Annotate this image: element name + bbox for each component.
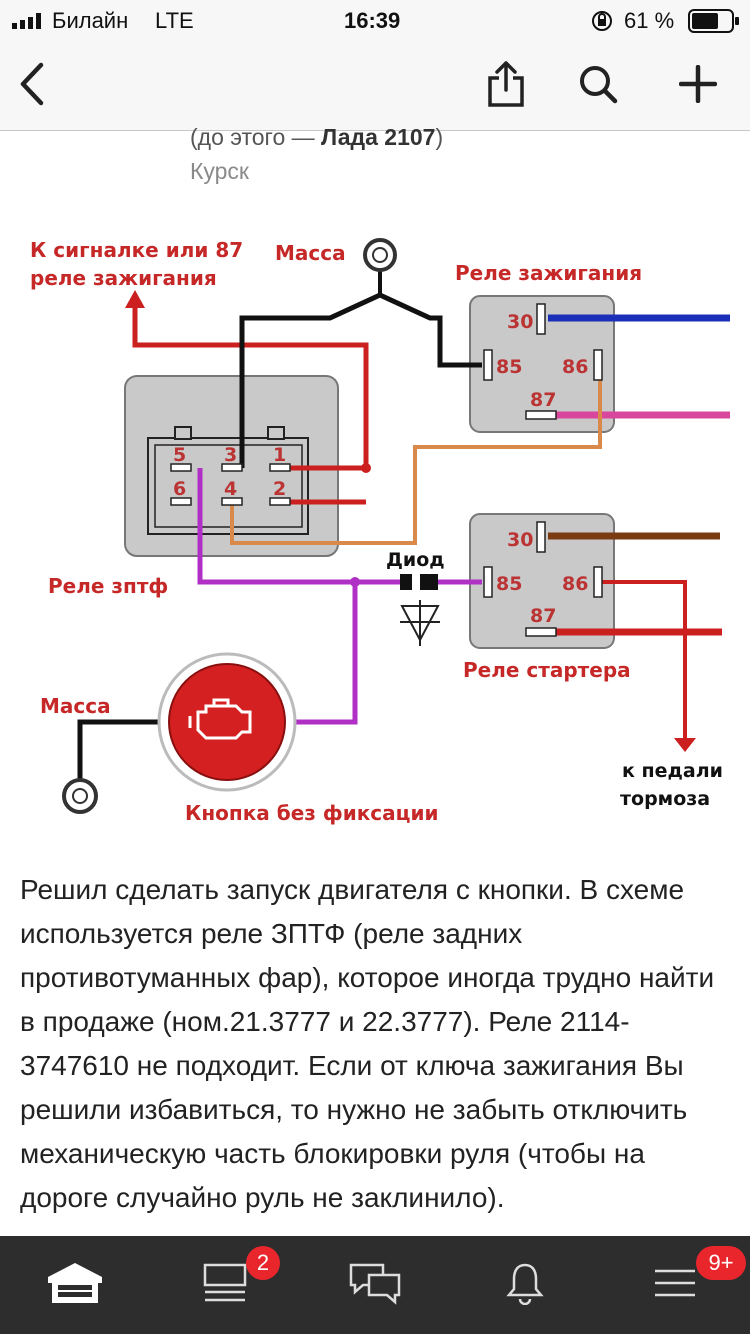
menu-badge: 9+ — [696, 1246, 746, 1280]
ign-pin-85: 85 — [496, 356, 522, 378]
label-mass-top: Масса — [275, 241, 346, 265]
tab-menu[interactable]: 9+ — [600, 1236, 750, 1334]
label-pedal-1: к педали — [622, 760, 723, 782]
wire-ground-bottom — [77, 719, 178, 780]
label-starter-relay: Реле стартера — [463, 658, 631, 682]
pin-label-3: 3 — [224, 444, 237, 466]
tab-bar: 2 9+ — [0, 1236, 750, 1334]
search-icon — [578, 64, 618, 109]
start-pin-87: 87 — [530, 605, 556, 627]
pin-label-5: 5 — [173, 444, 186, 466]
feed-icon — [201, 1261, 249, 1310]
ign-pin-87: 87 — [530, 389, 556, 411]
clock: 16:39 — [344, 8, 401, 33]
pin-label-6: 6 — [173, 478, 186, 500]
diode-symbol-icon — [400, 600, 440, 646]
label-signal-1: К сигналке или 87 — [30, 238, 243, 262]
menu-icon — [652, 1263, 698, 1308]
subtitle-suffix: ) — [435, 124, 444, 150]
article-text: Решил сделать запуск двигателя с кнопки.… — [20, 874, 715, 1213]
ztf-relay-socket — [147, 437, 309, 535]
back-button[interactable] — [2, 56, 62, 116]
label-mass-bottom: Масса — [40, 694, 111, 718]
start-pin-85: 85 — [496, 573, 522, 595]
network-type: LTE — [155, 8, 194, 33]
battery-icon — [688, 9, 740, 38]
label-pedal-2: тормоза — [620, 788, 710, 810]
pin-label-1: 1 — [273, 444, 286, 466]
car-history: (до этого — Лада 2107) — [190, 124, 443, 151]
label-button: Кнопка без фиксации — [185, 801, 439, 825]
search-button[interactable] — [568, 56, 628, 116]
ign-pin-30: 30 — [507, 311, 533, 333]
wire-signal-red — [132, 305, 369, 468]
wire-ground-top — [239, 292, 482, 468]
chevron-left-icon — [17, 61, 47, 112]
subtitle-prefix: (до этого — — [190, 124, 322, 150]
wire-brake — [600, 580, 687, 740]
wire-purple — [197, 468, 482, 585]
share-button[interactable] — [476, 56, 536, 116]
ign-pin-86: 86 — [562, 356, 588, 378]
share-icon — [486, 60, 526, 113]
bell-icon — [505, 1261, 545, 1310]
start-pin-30: 30 — [507, 529, 533, 551]
add-button[interactable] — [668, 56, 728, 116]
pin-label-4: 4 — [224, 478, 237, 500]
orientation-lock-icon — [590, 9, 614, 38]
label-signal-2: реле зажигания — [30, 266, 217, 290]
status-bar: Билайн LTE 16:39 61 % — [0, 0, 750, 42]
label-ztf-relay: Реле зптф — [48, 574, 168, 598]
start-button — [168, 663, 286, 781]
garage-icon — [46, 1261, 104, 1310]
tab-notifications[interactable] — [450, 1236, 600, 1334]
user-city: Курск — [190, 158, 249, 184]
wiring-diagram: 5 3 1 6 4 2 30 85 86 87 30 85 86 87 К си… — [30, 238, 730, 825]
tab-garage[interactable] — [0, 1236, 150, 1334]
battery-percent: 61 % — [624, 8, 675, 33]
feed-badge: 2 — [246, 1246, 280, 1280]
label-ignition-relay: Реле зажигания — [455, 261, 642, 285]
ground-ring-bottom — [62, 778, 98, 814]
label-diode: Диод — [386, 549, 445, 571]
start-pin-86: 86 — [562, 573, 588, 595]
ground-ring-top — [363, 238, 397, 272]
tab-messages[interactable] — [300, 1236, 450, 1334]
messages-icon — [347, 1261, 403, 1310]
nav-bar — [0, 42, 750, 131]
engine-icon — [188, 698, 252, 740]
ztf-pins — [170, 463, 291, 506]
tab-feed[interactable]: 2 — [150, 1236, 300, 1334]
arrow-down-icon — [674, 738, 696, 752]
previous-car-link[interactable]: Лада 2107 — [321, 124, 436, 150]
signal-icon — [12, 13, 48, 34]
pin-label-2: 2 — [273, 478, 286, 500]
arrow-up-icon — [125, 290, 145, 308]
plus-icon — [678, 64, 718, 108]
wire-orange — [230, 365, 602, 545]
carrier-name: Билайн — [52, 8, 129, 33]
